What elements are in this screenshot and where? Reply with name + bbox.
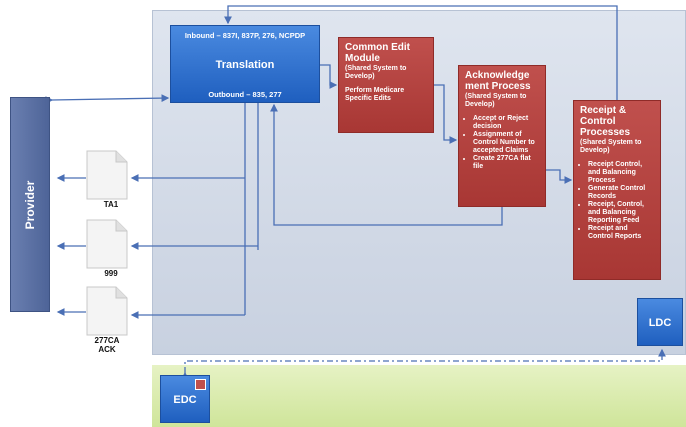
document-icon: [86, 150, 128, 200]
receipt-item: Receipt Control, and Balancing Process: [588, 161, 654, 185]
ack-title: Acknowledge ment Process: [465, 70, 531, 92]
translation-outbound: Outbound – 835, 277: [208, 90, 282, 99]
provider-translation-connector: [45, 94, 170, 105]
receipt-translation-feedback: [224, 5, 618, 100]
acknowledgement-box: Acknowledge ment Process (Shared System …: [458, 65, 546, 207]
document-label: 277CA ACK: [94, 336, 120, 354]
edc-box: EDC: [160, 375, 210, 423]
edit-ack-connector: [434, 84, 458, 144]
receipt-list: Receipt Control, and Balancing Process G…: [580, 161, 654, 241]
receipt-control-box: Receipt & Control Processes (Shared Syst…: [573, 100, 661, 280]
edc-marker: [195, 379, 206, 390]
common-edit-title: Common Edit Module: [345, 42, 410, 64]
receipt-subtitle: (Shared System to Develop): [580, 139, 642, 154]
ack-subtitle: (Shared System to Develop): [465, 93, 527, 108]
ack-item: Assignment of Control Number to accepted…: [473, 131, 539, 155]
receipt-item: Generate Control Records: [588, 185, 654, 201]
receipt-title: Receipt & Control Processes: [580, 105, 631, 138]
translation-box: Inbound – 837I, 837P, 276, NCPDP Transla…: [170, 25, 320, 103]
document-label: 999: [104, 269, 118, 278]
receipt-item: Receipt and Control Reports: [588, 225, 654, 241]
edc-label: EDC: [173, 394, 197, 406]
edc-ldc-connector: [181, 348, 666, 380]
provider-box: Provider: [10, 97, 50, 312]
ta1-document: TA1: [86, 150, 136, 209]
ack-item: Create 277CA flat file: [473, 155, 539, 171]
ldc-box: LDC: [637, 298, 683, 346]
provider-label: Provider: [23, 180, 37, 229]
ack-receipt-connector: [546, 169, 573, 184]
common-edit-body: Perform Medicare Specific Edits: [345, 87, 405, 102]
ldc-label: LDC: [648, 317, 672, 329]
document-icon: [86, 286, 128, 336]
translation-inbound: Inbound – 837I, 837P, 276, NCPDP: [184, 31, 306, 40]
document-label: TA1: [103, 200, 119, 209]
ack-translation-feedback: [270, 103, 503, 226]
receipt-item: Receipt, Control, and Balancing Reportin…: [588, 201, 654, 225]
999-document: 999: [86, 219, 136, 278]
common-edit-box: Common Edit Module (Shared System to Dev…: [338, 37, 434, 133]
translation-title: Translation: [215, 59, 275, 71]
ack-list: Accept or Reject decision Assignment of …: [465, 115, 539, 171]
277ca-document: 277CA ACK: [86, 286, 128, 354]
translation-edit-connector: [320, 64, 338, 89]
ack-item: Accept or Reject decision: [473, 115, 539, 131]
common-edit-subtitle: (Shared System to Develop): [345, 65, 407, 80]
document-icon: [86, 219, 128, 269]
